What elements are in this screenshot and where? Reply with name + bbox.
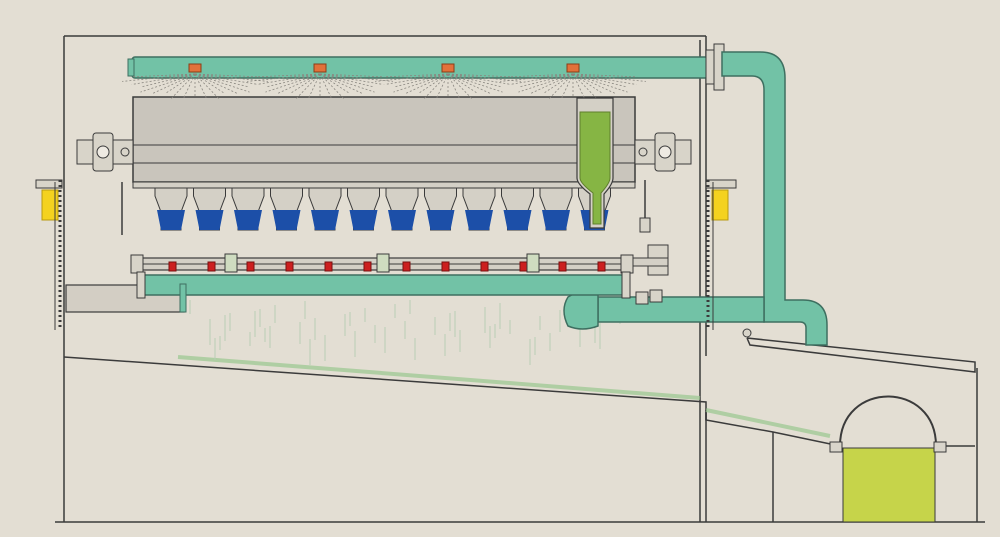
bottle-cup xyxy=(270,187,303,231)
left-drive-motor xyxy=(76,132,134,172)
rail-clip xyxy=(376,253,390,273)
bottle-cup xyxy=(462,187,496,231)
rail-clip xyxy=(224,253,238,273)
bottle-holder xyxy=(480,261,489,272)
right-guide-bracket xyxy=(705,179,737,330)
bottle-cup xyxy=(539,187,573,231)
bottle-holder xyxy=(168,261,177,272)
bottle-holder xyxy=(324,261,333,272)
bottle-cup xyxy=(501,187,534,231)
bottle-holder xyxy=(558,261,567,272)
spray-nozzles xyxy=(188,63,580,73)
bottle-cup xyxy=(385,187,419,231)
rail-clip xyxy=(526,253,540,273)
spray-nozzle xyxy=(313,63,327,73)
spray-nozzle xyxy=(441,63,455,73)
bottle-holder xyxy=(402,261,411,272)
bottle-holder xyxy=(597,261,606,272)
drain-chute xyxy=(746,337,976,447)
spray-fan xyxy=(375,73,521,99)
right-drive-motor xyxy=(634,132,692,172)
bottle-holder xyxy=(519,261,528,272)
collection-tank xyxy=(829,395,947,523)
bottle-cup xyxy=(308,187,342,231)
bottle-holder xyxy=(441,261,450,272)
bottle-holder xyxy=(246,261,255,272)
bottle-cup xyxy=(424,187,457,231)
spray-fan xyxy=(247,73,393,99)
spray-fans xyxy=(122,73,646,99)
bottle xyxy=(576,97,614,229)
bottle-cup xyxy=(154,187,188,231)
bottle-holder xyxy=(207,261,216,272)
spray-nozzle xyxy=(188,63,202,73)
bottle-holder xyxy=(285,261,294,272)
falling-drops xyxy=(189,300,621,365)
bottle-cup xyxy=(347,187,380,231)
bottle-cup xyxy=(193,187,226,231)
bottle-cup xyxy=(231,187,265,231)
lower-spray-pipe xyxy=(136,271,631,313)
spray-manifold xyxy=(127,43,725,91)
spray-nozzle xyxy=(566,63,580,73)
bottle-cups xyxy=(154,187,611,231)
bottle-holder xyxy=(363,261,372,272)
pipe-fittings xyxy=(635,217,752,338)
bottle-carrier-housing xyxy=(121,96,646,235)
drain-trough xyxy=(63,356,841,447)
machine-frame xyxy=(55,35,985,523)
left-guide-bracket xyxy=(35,179,63,330)
bottle-holders xyxy=(168,253,606,273)
drip-film xyxy=(177,355,831,438)
spray-fan xyxy=(122,73,268,99)
spray-fan xyxy=(500,73,646,99)
